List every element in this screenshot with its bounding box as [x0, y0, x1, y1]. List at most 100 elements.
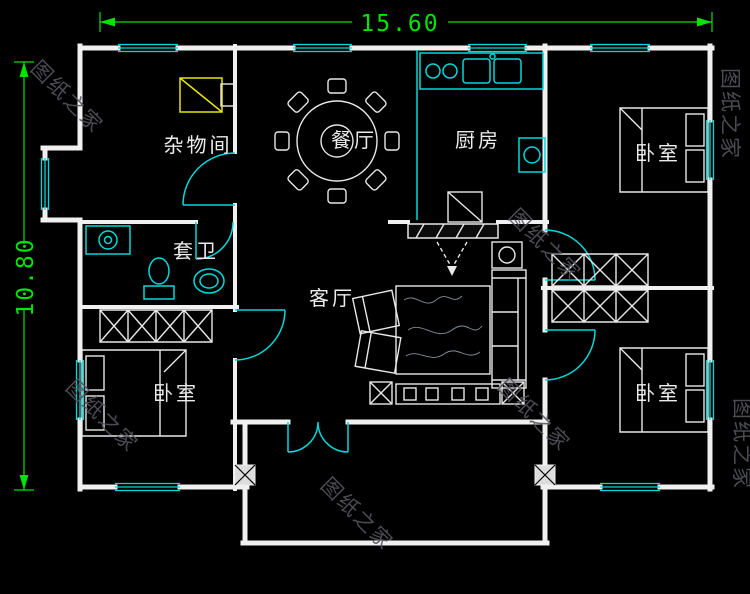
sink-faucet: [489, 53, 496, 60]
coffee-table-rug: [395, 285, 491, 375]
entrance-double-door: [287, 421, 349, 453]
tv-cabinet: [395, 383, 501, 405]
toilet-bowl: [148, 257, 170, 285]
toilet-tank: [143, 285, 175, 300]
projection-arrow: [447, 266, 457, 276]
dimension-top: 15.60: [99, 11, 713, 37]
dimension-arrow-down: [19, 475, 29, 490]
sofa: [491, 269, 527, 389]
dining-chair: [287, 91, 309, 113]
sofa-cushions: [492, 277, 526, 381]
fridge: [447, 191, 483, 223]
pillow: [685, 389, 705, 423]
dimension-arrow-left: [100, 17, 115, 27]
dining-table: [274, 78, 400, 204]
door-storage: [182, 152, 236, 206]
room-label-bedroom-bottom-right: 卧室: [635, 381, 681, 405]
tv-cabinet-box: [425, 387, 439, 401]
door-bedroom-top-right: [544, 229, 596, 281]
wardrobe-bottom-left: [99, 309, 213, 343]
exterior-wall-lines: [40, 43, 715, 546]
speaker-right: [501, 381, 525, 405]
pillow: [85, 355, 105, 391]
pillow: [85, 395, 105, 431]
room-label-kitchen: 厨房: [455, 128, 501, 152]
dining-chair: [274, 131, 290, 151]
room-label-storage: 杂物间: [164, 133, 233, 157]
sink-bowl-left: [462, 58, 491, 84]
wardrobe-top-right: [551, 253, 649, 287]
bath-sink-basin: [199, 273, 219, 289]
room-labels: 杂物间 餐厅 厨房 卧室 套卫 客厅 卧室 卧室: [153, 128, 681, 405]
dining-chair: [365, 169, 387, 191]
tv-feature-wall: [407, 223, 499, 239]
tv-cabinet-box: [451, 387, 465, 401]
column-hatch: [234, 464, 256, 486]
fridge-diagonal: [447, 191, 483, 223]
bed-bottom-right: [619, 347, 709, 433]
dimension-top-label: 15.60: [360, 11, 439, 37]
dining-chair: [327, 188, 347, 204]
dining-chair: [287, 169, 309, 191]
watermark: 图纸之家: [730, 398, 750, 490]
doors: [182, 152, 596, 453]
washer-drum: [98, 230, 118, 250]
bedroom-furniture: [81, 107, 709, 437]
dimension-arrow-right: [697, 17, 712, 27]
living-room-furniture: [351, 223, 527, 405]
projection-guides: [436, 241, 468, 269]
storage-room-items: [179, 77, 236, 113]
kitchen-fixtures: [416, 50, 546, 223]
door-bathroom: [195, 221, 234, 260]
dimension-left: 10.80: [13, 61, 39, 491]
kitchen-appliance-dial: [523, 146, 541, 164]
window-lines: [40, 43, 715, 492]
tv-cabinet-box: [475, 387, 489, 401]
stove-burner-1: [425, 63, 441, 79]
side-table: [491, 241, 523, 269]
tv-cabinet-box: [403, 387, 417, 401]
dining-chair: [384, 131, 400, 151]
storage-shelf: [179, 77, 223, 113]
dining-table-center: [320, 124, 354, 158]
speaker-left-cross: [369, 381, 393, 405]
wardrobe-bottom-right: [551, 289, 649, 323]
water-heater: [220, 83, 236, 107]
washer-drum-center: [103, 235, 113, 245]
column-hatch: [534, 464, 556, 486]
dimension-left-label: 10.80: [13, 237, 39, 316]
dining-chair: [327, 78, 347, 94]
speaker-right-cross: [501, 381, 525, 405]
kitchen-appliance: [518, 137, 546, 173]
room-label-living: 客厅: [309, 286, 355, 310]
stove-burner-2: [442, 63, 458, 79]
pillow: [685, 353, 705, 387]
dining-table-top: [296, 100, 378, 182]
room-label-bedroom-top-right: 卧室: [635, 141, 681, 165]
sink-bowl-right: [493, 58, 522, 84]
pillow: [685, 113, 705, 147]
bathroom-fixtures: [85, 225, 225, 300]
tv-wall-hatch: [415, 223, 485, 239]
dining-chair: [365, 91, 387, 113]
kitchen-counter: [419, 52, 544, 90]
exterior-walls: [40, 43, 715, 546]
room-label-bathroom: 套卫: [173, 239, 219, 263]
dimension-arrow-up: [19, 62, 29, 77]
bed-top-right: [619, 107, 709, 193]
plant: [498, 246, 516, 264]
watermark: 图纸之家: [493, 374, 575, 456]
rug-pattern: [403, 295, 483, 358]
door-bedroom-bottom-right: [544, 329, 596, 381]
watermark: 图纸之家: [61, 375, 143, 457]
bed-bottom-left: [81, 349, 187, 437]
door-bedroom-bottom-left: [234, 309, 286, 361]
watermark: 图纸之家: [718, 68, 742, 160]
porch-columns: [234, 464, 556, 486]
windows: [40, 43, 715, 492]
washer: [85, 225, 131, 255]
speaker-left: [369, 381, 393, 405]
bath-sink: [193, 268, 225, 294]
